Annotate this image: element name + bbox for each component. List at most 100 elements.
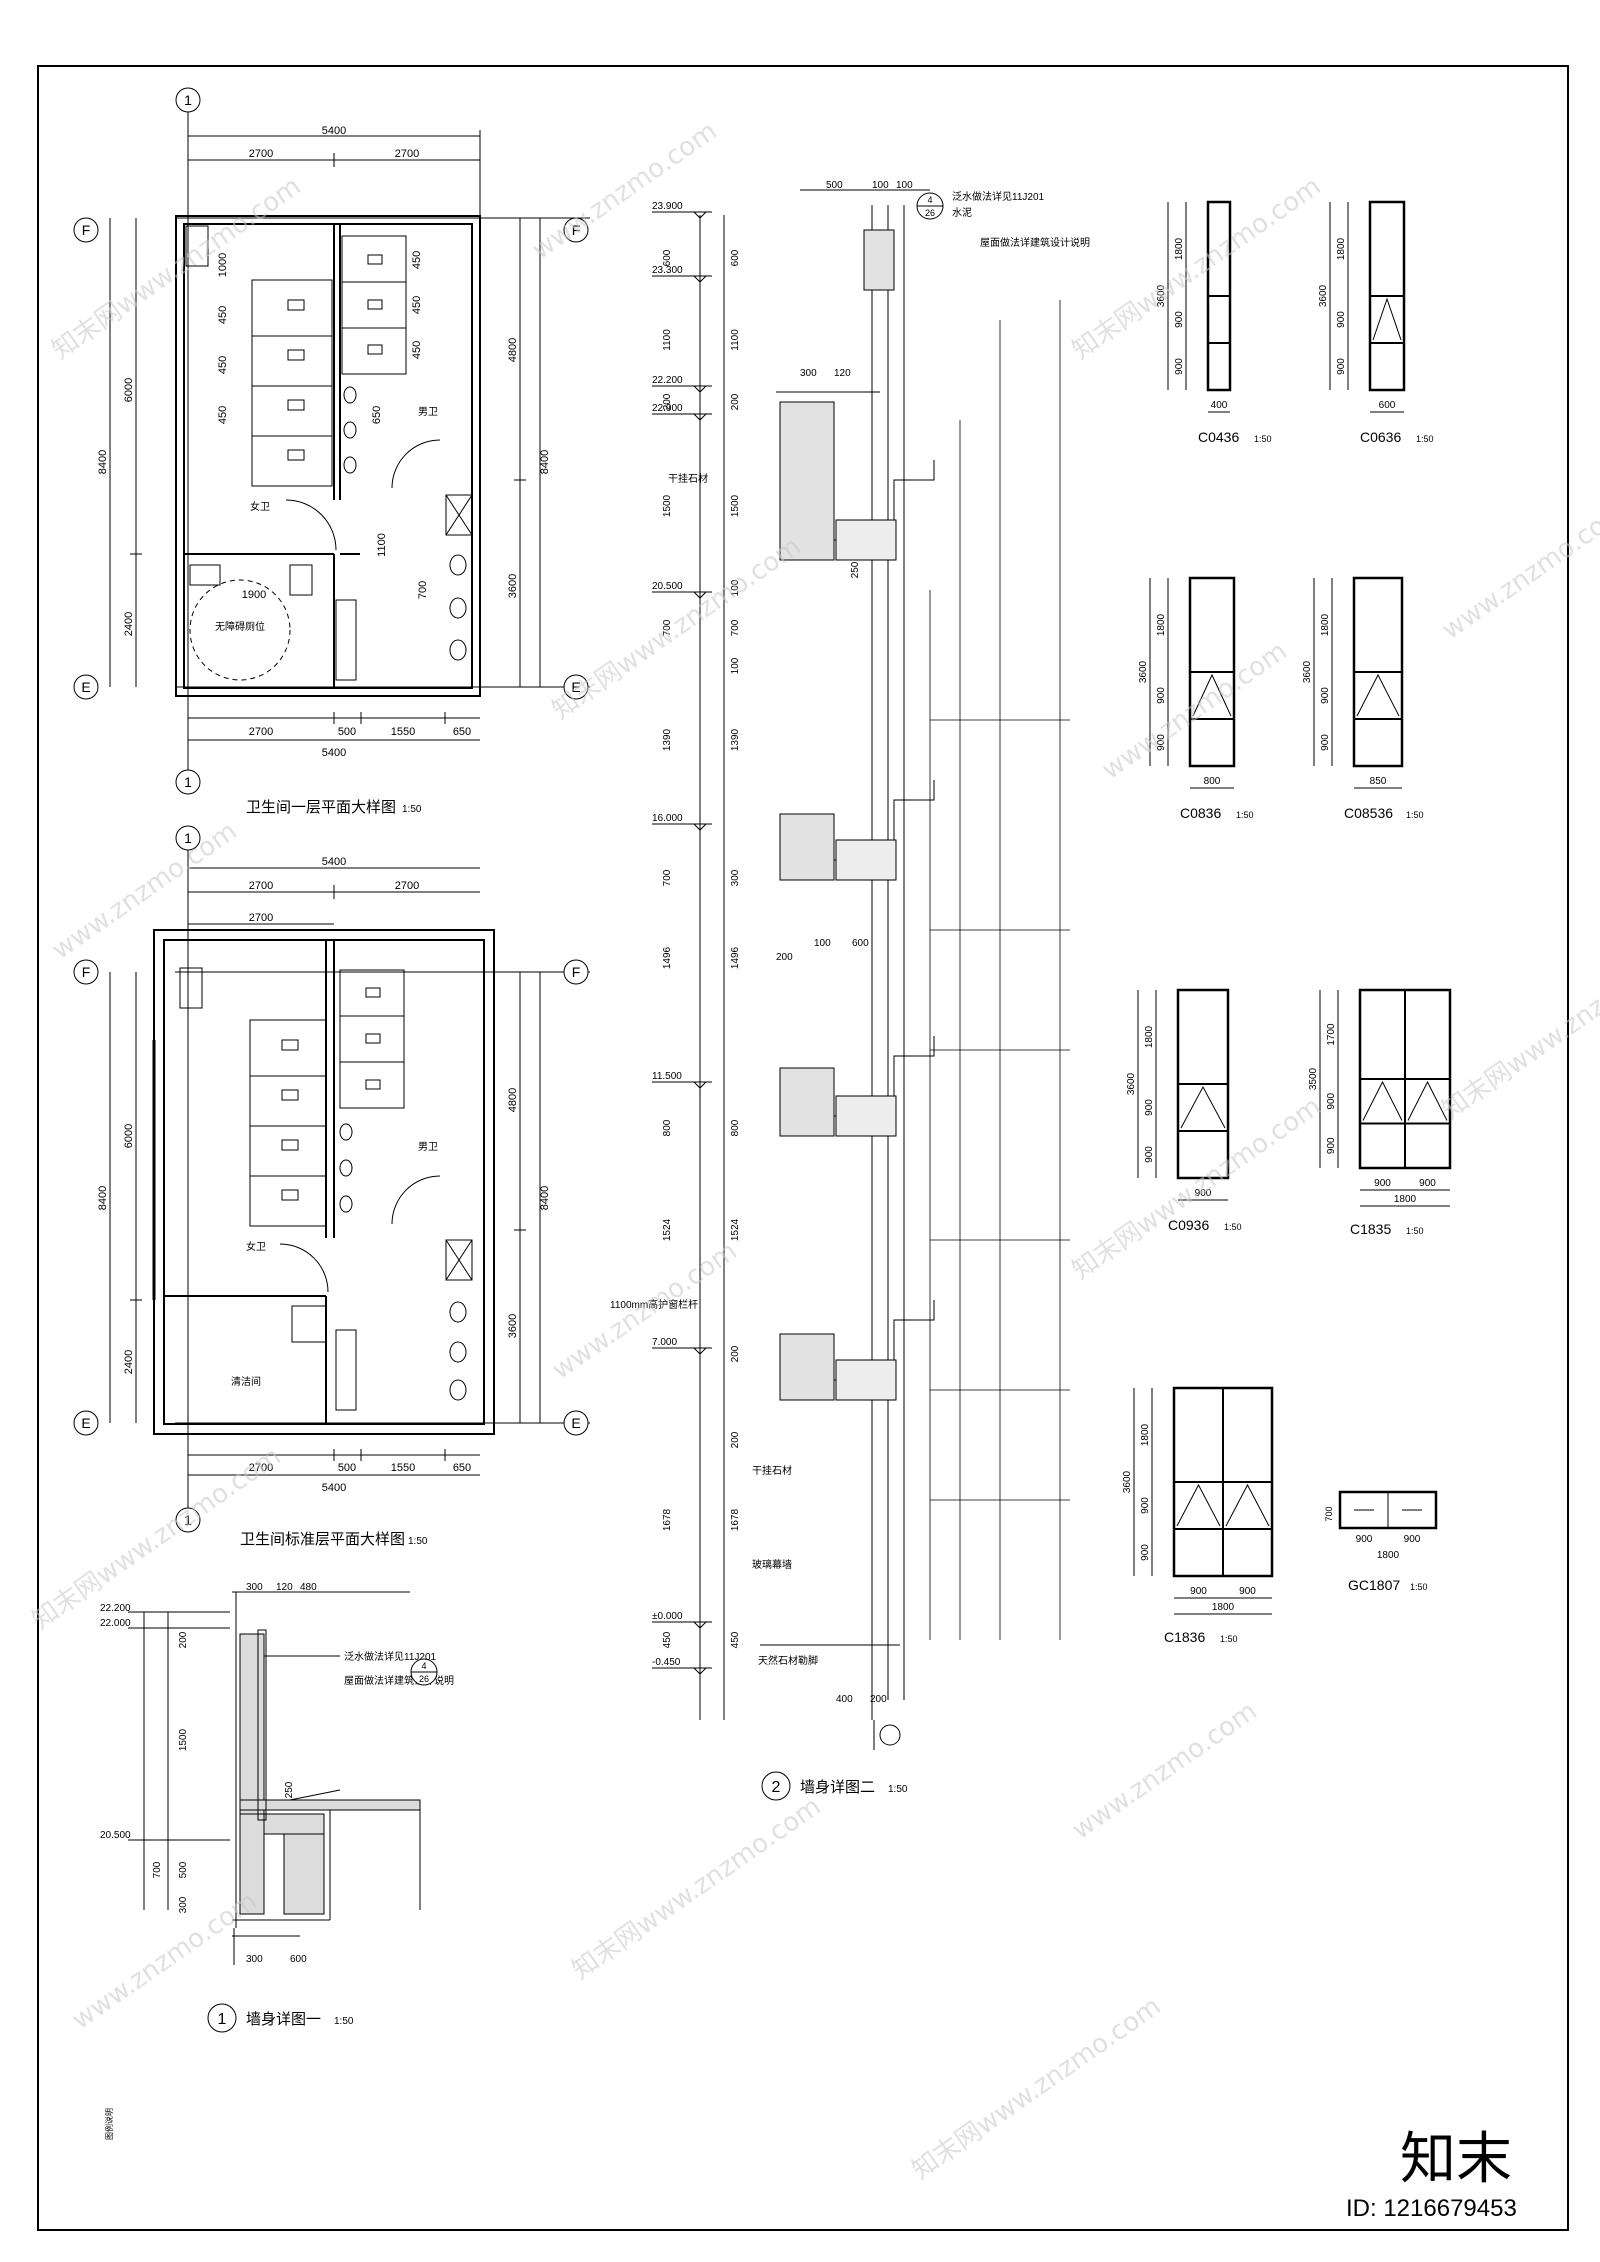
dim-label: 600 xyxy=(730,249,741,266)
wall-detail-1: 22.200 22.000 20.500 300 120 480 300 600… xyxy=(100,1582,454,2033)
opening-symbol xyxy=(1356,673,1400,717)
dim-1900: 1900 xyxy=(242,589,266,601)
wall2-scale: 1:50 xyxy=(888,1784,908,1795)
side-note: 图例说明 xyxy=(104,2108,114,2140)
w2-cap-dim-2: 120 xyxy=(834,368,851,379)
watermark-text: www.znzmo.com xyxy=(1437,496,1600,646)
dim-label: 1496 xyxy=(662,946,673,969)
window-name: C0636 xyxy=(1360,429,1401,445)
dim-label: 1524 xyxy=(662,1218,673,1241)
axis-1-top: 1 xyxy=(184,92,192,108)
dim-stall: 450 xyxy=(411,296,423,314)
axis-1-top-2: 1 xyxy=(184,830,192,846)
w2-mid-dim-2: 600 xyxy=(852,938,869,949)
dim-t2: 120 xyxy=(276,1582,293,1593)
window-h3: 900 xyxy=(1326,1137,1337,1154)
dim-200: 200 xyxy=(178,1631,189,1648)
window-name: C08536 xyxy=(1344,805,1393,821)
window-height: 3600 xyxy=(1122,1470,1133,1493)
dim-right-lower-2: 3600 xyxy=(507,1314,519,1338)
wall1-note1: 泛水做法详见11J201 xyxy=(344,1650,437,1663)
dim-stall: 450 xyxy=(217,356,229,374)
dim-1000: 1000 xyxy=(217,253,229,277)
dim-label: 1524 xyxy=(730,1218,741,1241)
slab-section xyxy=(835,839,897,881)
window-h1: 1800 xyxy=(1174,237,1185,260)
dim-700: 700 xyxy=(152,1861,163,1878)
window-h1: 1800 xyxy=(1144,1025,1155,1048)
dim-bot-a: 2700 xyxy=(249,726,273,738)
dim-right-total: 8400 xyxy=(539,450,551,474)
watermark-text: 知末网www.znzmo.com xyxy=(907,1991,1167,2185)
dim-label: 1678 xyxy=(730,1508,741,1531)
sheet-border xyxy=(37,65,1569,2231)
window-h3: 900 xyxy=(1320,734,1331,751)
watermark-text: www.znzmo.com xyxy=(1097,636,1293,786)
window-h3: 900 xyxy=(1174,358,1185,375)
dim-bot-b-2: 500 xyxy=(338,1462,356,1474)
window-height: 3600 xyxy=(1156,284,1167,307)
window-h2: 900 xyxy=(1174,311,1185,328)
dim-label: 700 xyxy=(730,619,741,636)
window-h2: 900 xyxy=(1326,1092,1337,1109)
window-scale: 1:50 xyxy=(1224,1222,1242,1232)
dim-label: 600 xyxy=(662,249,673,266)
window-width: 1800 xyxy=(1212,1602,1235,1613)
watermark-text: www.znzmo.com xyxy=(47,816,243,966)
window-w2: 900 xyxy=(1404,1534,1421,1545)
dim-t1: 300 xyxy=(246,1582,263,1593)
dim-left-total-2: 8400 xyxy=(97,1186,109,1210)
dim-left-lower: 2400 xyxy=(123,612,135,636)
axis-f-left-2: F xyxy=(82,964,91,980)
window-name: C1835 xyxy=(1350,1221,1391,1237)
dim-bot-a-2: 2700 xyxy=(249,1462,273,1474)
dim-label: 1496 xyxy=(730,946,741,969)
wall1-no: 1 xyxy=(218,2011,227,2028)
slab-section xyxy=(835,519,897,561)
dim-label: 800 xyxy=(662,1119,673,1136)
dim-700: 700 xyxy=(417,581,429,599)
dim-left-upper: 6000 xyxy=(123,378,135,402)
dim-500: 500 xyxy=(178,1861,189,1878)
w2-mid-dim-3: 100 xyxy=(814,938,831,949)
dim-stall: 450 xyxy=(411,341,423,359)
window-h2: 900 xyxy=(1140,1497,1151,1514)
dim-label: 100 xyxy=(730,657,741,674)
dim-stall: 450 xyxy=(411,251,423,269)
w2-note1: 泛水做法详见11J201 xyxy=(952,190,1045,203)
watermark-text: 知末网www.znzmo.com xyxy=(567,1791,827,1985)
dim-250: 250 xyxy=(284,1781,295,1798)
dim-right-total-2: 8400 xyxy=(539,1186,551,1210)
dim-bot-total: 5400 xyxy=(322,747,346,759)
dim-650: 650 xyxy=(371,406,383,424)
dim-top-left-2: 2700 xyxy=(249,880,273,892)
slab-section xyxy=(835,1095,897,1137)
window-scale: 1:50 xyxy=(1220,1634,1238,1644)
plan-2: 1 1 F E F E 5400 2700 2700 2700 5400 270… xyxy=(73,825,590,1548)
window-name: C1836 xyxy=(1164,1629,1205,1645)
window-h1: 1800 xyxy=(1336,237,1347,260)
level-label: 22.000 xyxy=(652,403,683,414)
axis-1-bottom: 1 xyxy=(184,774,192,790)
level-label: 23.900 xyxy=(652,201,683,212)
cladding-panel xyxy=(779,1067,835,1137)
dim-stall: 450 xyxy=(217,306,229,324)
dim-bot-c: 1550 xyxy=(391,726,415,738)
plan1-scale: 1:50 xyxy=(402,804,422,815)
level-20500: 20.500 xyxy=(100,1830,131,1841)
window-name: C0936 xyxy=(1168,1217,1209,1233)
w2-note2: 屋面做法详建筑设计说明 xyxy=(980,236,1090,249)
dim-label: 100 xyxy=(730,579,741,596)
w2-bot-dim-1: 400 xyxy=(836,1694,853,1705)
opening-symbol xyxy=(1225,1483,1270,1527)
window-w1: 900 xyxy=(1356,1534,1373,1545)
axis-e-left: E xyxy=(81,679,90,695)
w2-cap-dim-1: 300 xyxy=(800,368,817,379)
watermark-text: www.znzmo.com xyxy=(1067,1696,1263,1846)
window-name: C0836 xyxy=(1180,805,1221,821)
brand-logo: 知末 xyxy=(1400,2127,1512,2190)
window-scale: 1:50 xyxy=(1236,810,1254,820)
